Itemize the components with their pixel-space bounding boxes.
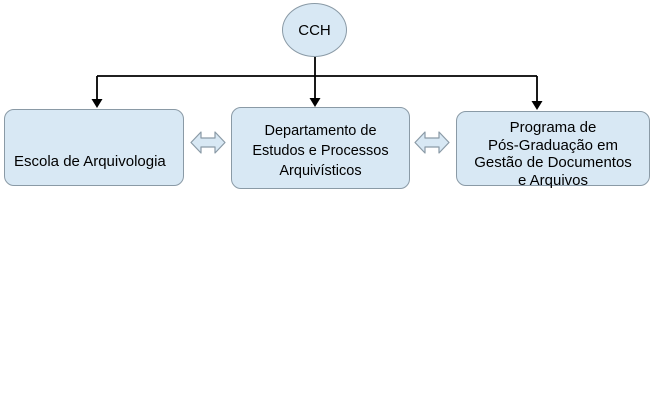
down-arrowhead-icons <box>91 98 543 110</box>
double-arrow-left-icon <box>190 131 226 154</box>
node-escola-de-arquivologia: Escola de Arquivologia <box>4 109 184 186</box>
node-cch-label: CCH <box>298 21 331 39</box>
double-arrow-right-icon <box>414 131 450 154</box>
node-departamento-label: Departamento de Estudos e Processos Arqu… <box>252 123 389 179</box>
node-escola-label: Escola de Arquivologia <box>14 153 166 170</box>
node-programa-label: Programa de Pós-Graduação em Gestão de D… <box>474 119 632 188</box>
node-departamento: Departamento de Estudos e Processos Arqu… <box>231 107 410 189</box>
node-cch: CCH <box>282 3 347 57</box>
node-programa-pos-graduacao: Programa de Pós-Graduação em Gestão de D… <box>456 111 650 188</box>
